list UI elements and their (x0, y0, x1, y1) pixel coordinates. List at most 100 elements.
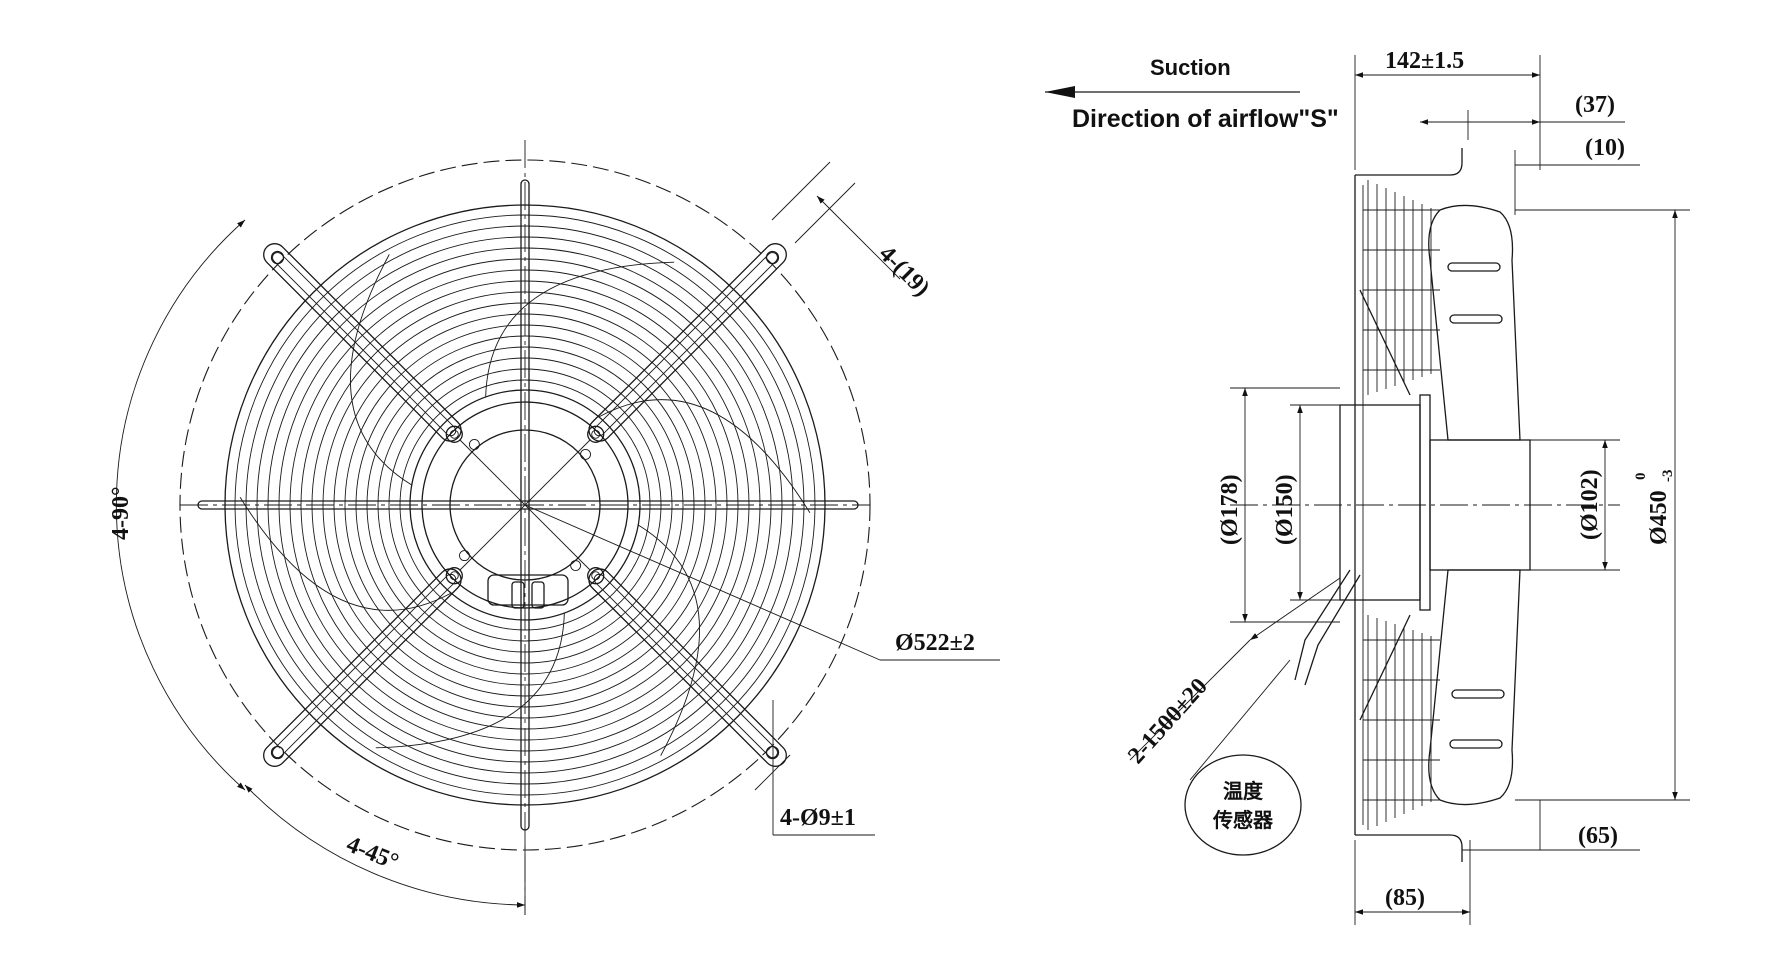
dim-450: Ø450 (1646, 490, 1672, 545)
arm-body (263, 243, 462, 442)
blade-edge (598, 399, 811, 514)
sensor-label-line1: 温度 (1223, 779, 1264, 803)
grille-ring (388, 368, 662, 642)
guard-top-lip (1355, 148, 1463, 176)
motor-rear-cover (1339, 404, 1421, 601)
grille-bar-horizontal (197, 500, 859, 510)
dim-19-ext-1 (771, 161, 831, 221)
mounting-arms (263, 243, 787, 767)
hub-screw (468, 439, 480, 450)
airflow-direction: Direction of airflow"S" (1072, 105, 1339, 133)
grille-ring (267, 247, 783, 763)
motor-hub-ring (421, 401, 629, 609)
arm-bolt-inner (449, 571, 459, 581)
hub-screw (570, 560, 582, 571)
mount-hole (270, 745, 285, 760)
mounting-arm (263, 243, 463, 443)
mounting-arm (263, 567, 463, 767)
arm-bolt-inner (591, 571, 601, 581)
grille-ring (333, 313, 717, 697)
grille-ring (245, 225, 805, 785)
dim-angle-90: 4-90° (108, 486, 134, 540)
dim-522-leader (524, 504, 881, 661)
dim-mount-slot: 4-(19) (874, 241, 935, 302)
side-view: Suction Direction of airflow"S" (1045, 48, 1690, 925)
motor-hub-outer (409, 389, 641, 621)
grille-ring (300, 280, 750, 730)
hub-screw (580, 448, 591, 460)
dim-19-ext-2 (794, 182, 856, 244)
arm-bolt (445, 567, 463, 585)
dim-grille-diameter: Ø522±2 (895, 630, 975, 656)
dim-65: (65) (1578, 823, 1618, 849)
sensor-label-line2: 传感器 (1212, 808, 1274, 832)
mounting-arm (587, 243, 787, 443)
dim-45-arc (244, 784, 526, 908)
grille-ring-outer (224, 204, 826, 806)
dim-85: (85) (1385, 885, 1425, 911)
grille-ring (377, 357, 673, 653)
arm-inner (593, 252, 778, 437)
grille-ring (366, 346, 684, 664)
arm-body (588, 568, 787, 767)
dim-150: (Ø150) (1272, 474, 1298, 545)
dim-10: (10) (1585, 135, 1625, 161)
dim-37: (37) (1575, 92, 1615, 118)
blade-edge (350, 254, 412, 486)
blade-edge (239, 496, 452, 611)
dim-cable: 2-1500±20 (1123, 673, 1213, 769)
grille-ring (344, 324, 706, 686)
airflow-label: Suction (1150, 55, 1231, 80)
fan-blades (239, 254, 811, 756)
guard-bottom-lip (1355, 834, 1463, 862)
blade-edge (485, 261, 675, 397)
grille-rings (224, 204, 826, 806)
arm-bolt (587, 567, 605, 585)
arm-bolt-inner (591, 429, 601, 439)
dim-angle-45: 4-45° (343, 831, 402, 875)
arm-inner (272, 573, 457, 758)
arm-bolt (587, 425, 605, 443)
arm-inner (272, 252, 457, 437)
blade-slots (1447, 262, 1505, 749)
grille-ring (399, 379, 651, 631)
hub-screw (459, 550, 470, 562)
blade-side-top (1428, 204, 1521, 441)
dim-102: (Ø102) (1577, 469, 1603, 540)
dim-450-tol-lower: -3 (1660, 470, 1676, 483)
grille-ring (322, 302, 728, 708)
grille-ring (256, 236, 794, 774)
cable-gland-left (511, 581, 525, 609)
dim-450-tol-upper: 0 (1633, 473, 1649, 481)
grille-ring (234, 214, 816, 796)
airflow-arrow-head (1045, 86, 1075, 98)
motor-hub-inner (449, 429, 601, 581)
dim-cable-leader (1129, 639, 1251, 761)
dim-depth: 142±1.5 (1385, 48, 1464, 74)
motor-flange (1419, 394, 1431, 611)
cable-2 (1304, 574, 1361, 686)
arm-body (588, 243, 787, 442)
arm-bolt (445, 425, 463, 443)
dim-90-arc (115, 219, 246, 791)
blade-side-bottom (1428, 569, 1521, 806)
dim-cable-line (1249, 577, 1341, 641)
front-view: Ø522±2 4-(19) 4-Ø9±1 4-90° 4-45° (108, 140, 1000, 915)
grille-bar-vertical (520, 179, 530, 831)
dim-19-line (816, 195, 901, 280)
guard-rings-side (1363, 180, 1440, 830)
dim-178: (Ø178) (1217, 474, 1243, 545)
mount-hole (765, 745, 780, 760)
guard-slant-bottom (1359, 614, 1411, 721)
grille-ring (289, 269, 761, 741)
blade-edge (375, 613, 565, 749)
sensor-leader (1189, 659, 1291, 781)
junction-box (487, 574, 569, 606)
grille-ring (311, 291, 739, 719)
cable-gland-right (531, 581, 545, 609)
grille-ring (355, 335, 695, 675)
dim-mount-holes: 4-Ø9±1 (780, 805, 856, 831)
arm-bolt-inner (449, 429, 459, 439)
dim-hole-tick (754, 754, 791, 791)
